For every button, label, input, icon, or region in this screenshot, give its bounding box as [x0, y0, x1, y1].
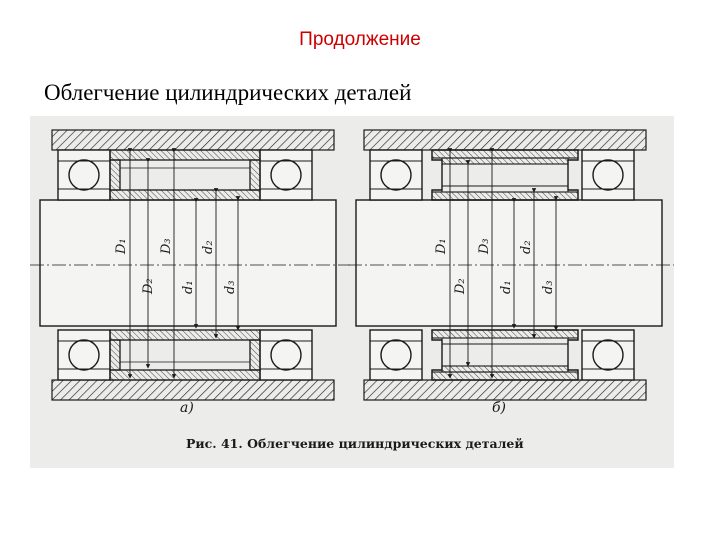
housing-bottom-b — [363, 379, 647, 401]
label-D3-b: D₃ — [477, 238, 492, 255]
label-D1-a: D₁ — [114, 238, 129, 255]
label-D2-a: D₂ — [141, 278, 156, 295]
bearing-bottom-left-b — [369, 329, 423, 381]
dimension-lines-b — [447, 148, 559, 379]
housing-bottom — [51, 379, 335, 401]
bearing-bottom-right — [259, 329, 313, 381]
bearing-drawing: D₁ D₂ D₃ d₁ d₂ d₃ а) — [30, 116, 674, 468]
sleeve-bottom-b — [431, 329, 579, 381]
housing-top — [51, 129, 335, 151]
bearing-top-left — [57, 149, 111, 201]
label-D1-b: D₁ — [434, 238, 449, 255]
label-d3-a: d₃ — [223, 280, 238, 294]
label-d2-a: d₂ — [201, 240, 216, 254]
figure-caption: Рис. 41. Облегчение цилиндрических детал… — [186, 436, 524, 451]
sleeve-top — [109, 149, 261, 201]
label-d3-b: d₃ — [541, 280, 556, 294]
bearing-top-right-b — [581, 149, 635, 201]
shaft — [39, 199, 337, 327]
assembly-b: D₁ D₂ D₃ d₁ d₂ d₃ б) — [348, 129, 674, 416]
bearing-bottom-left — [57, 329, 111, 381]
housing-top-b — [363, 129, 647, 151]
label-d1-a: d₁ — [181, 280, 196, 294]
shaft-b — [355, 199, 663, 327]
label-a: а) — [180, 400, 194, 416]
label-d2-b: d₂ — [519, 240, 534, 254]
technical-figure: D₁ D₂ D₃ d₁ d₂ d₃ а) — [30, 116, 674, 468]
label-b: б) — [492, 400, 506, 416]
bearing-bottom-right-b — [581, 329, 635, 381]
label-D2-b: D₂ — [453, 278, 468, 295]
bearing-top-left-b — [369, 149, 423, 201]
sleeve-bottom — [109, 329, 261, 381]
label-D3-a: D₃ — [159, 238, 174, 255]
assembly-a: D₁ D₂ D₃ d₁ d₂ d₃ а) — [30, 129, 350, 416]
dimension-lines-a — [127, 148, 241, 379]
slide-title: Продолжение — [299, 29, 421, 50]
sleeve-top-b — [431, 149, 579, 201]
bearing-top-right — [259, 149, 313, 201]
slide-heading: Облегчение цилиндрических деталей — [44, 80, 412, 105]
label-d1-b: d₁ — [499, 280, 514, 294]
